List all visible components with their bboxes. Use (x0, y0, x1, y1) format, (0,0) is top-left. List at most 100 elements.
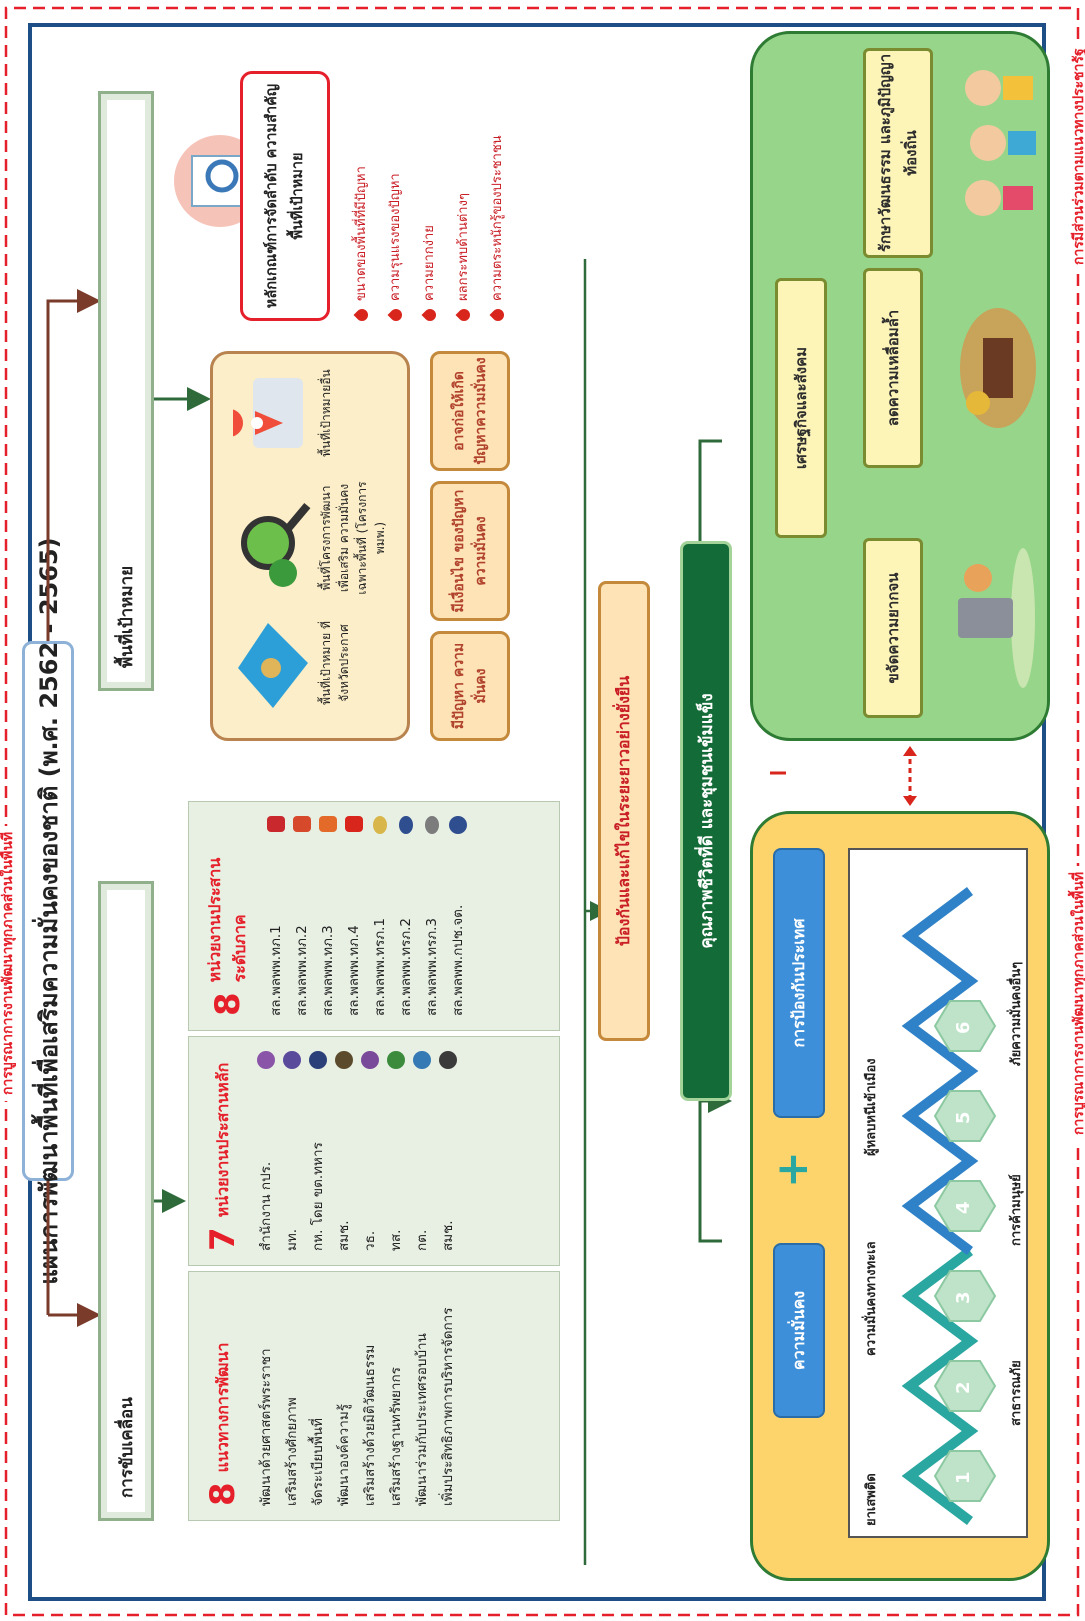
problem-box: มีปัญหา ความมั่นคง (430, 631, 510, 741)
list-item: สล.พลพพ.ทภ.4 (346, 925, 362, 1016)
map-icon (238, 623, 308, 708)
hex-number: 6 (953, 1021, 974, 1034)
list-item: มท. (284, 1228, 300, 1251)
location-pin-icon (215, 378, 303, 448)
main-agencies-count: 7 (203, 1227, 243, 1251)
list-item: สล.พลพพ.ทรภ.3 (424, 918, 440, 1016)
list-item: กต. (414, 1229, 430, 1251)
drop-icon (387, 306, 405, 324)
list-item: ทส. (388, 1229, 404, 1251)
list-item: สล.พลพพ.ทภ.3 (320, 925, 336, 1016)
list-item: ผลกระทบด้านต่างๆ (447, 41, 481, 324)
criteria-title-box: หลักเกณฑ์การจัดลำดับ ความสำคัญพื้นที่เป้… (240, 71, 330, 321)
economy-item: ขจัดความยากจน (863, 538, 923, 718)
regional-agencies-title: หน่วยงานประสาน ระดับภาค (205, 857, 249, 983)
hex-label: ยาเสพติด (864, 1473, 879, 1526)
hex-chain-graphic (901, 887, 997, 1525)
regional-agencies-panel: 8 หน่วยงานประสาน ระดับภาค สล.พลพพ.ทภ.1 ส… (188, 801, 560, 1031)
economy-panel: เศรษฐกิจและสังคม ขจัดความยากจน ลดความเหล… (750, 31, 1050, 741)
drop-icon (455, 306, 473, 324)
emblem-icon (449, 816, 467, 834)
list-item: ความตระหนักรู้ของประชาชน (481, 41, 515, 324)
list-item: เสริมสร้างศักยภาพ (284, 1397, 300, 1506)
list-item: พัฒนาด้วยศาสตร์พระราชา (258, 1348, 274, 1506)
guidelines-panel: 8 แนวทางการพัฒนา พัฒนาด้วยศาสตร์พระราชา … (188, 1271, 560, 1521)
emblem-icon (293, 816, 311, 832)
emblem-icon (257, 1051, 275, 1069)
hex-label: การค้ามนุษย์ (1009, 1174, 1024, 1246)
economy-label: เศรษฐกิจและสังคม (775, 278, 827, 538)
security-label: ความมั่นคง (773, 1243, 825, 1418)
list-item: กห. โดย ขต.ทหาร (310, 1142, 326, 1251)
guidelines-title: แนวทางการพัฒนา (212, 1342, 232, 1473)
list-item: สล.พลพพ.ทรภ.2 (398, 918, 414, 1016)
hex-label: ความมั่นคงทางทะเล (864, 1241, 879, 1356)
guidelines-count: 8 (203, 1482, 243, 1506)
emblem-icon (335, 1051, 353, 1069)
main-agencies-title: หน่วยงานประสานหลัก (212, 1062, 232, 1218)
list-item: สำนักงาน กปร. (258, 1161, 274, 1251)
emblem-icon (399, 816, 413, 834)
emblem-icon (425, 816, 439, 834)
area-item: พื้นที่เป้าหมาย ที่จังหวัดประกาศ (233, 608, 353, 718)
economy-item: ลดความเหลื่อมล้ำ (863, 268, 923, 468)
list-item: ความยากง่าย (413, 41, 447, 324)
hex-number: 1 (953, 1471, 974, 1484)
hex-number: 3 (953, 1291, 974, 1304)
regional-agencies-count: 8 (208, 992, 248, 1016)
list-item: ขนาดของพื้นที่ที่มีปัญหา (345, 41, 379, 324)
emblem-icon (345, 816, 363, 832)
area-item: พื้นที่เป้าหมายอื่น (215, 358, 335, 468)
list-item: สล.พลพพ.ทภ.2 (294, 925, 310, 1016)
magnifier-tree-icon (241, 503, 311, 587)
list-item: สมช. (336, 1220, 352, 1251)
emblem-icon (387, 1051, 405, 1069)
target-header: พื้นที่เป้าหมาย (98, 91, 154, 691)
list-item: ความรุนแรงของปัญหา (379, 41, 413, 324)
emblem-icon (283, 1051, 301, 1069)
list-item: สมช. (440, 1220, 456, 1251)
drop-icon (353, 306, 371, 324)
drop-icon (421, 306, 439, 324)
emblem-icon (373, 816, 387, 834)
hex-number: 5 (953, 1111, 974, 1124)
problem-box: อาจก่อให้เกิด ปัญหาความมั่นคง (430, 351, 510, 471)
inequality-scale-icon (960, 308, 1036, 428)
main-agencies-panel: 7 หน่วยงานประสานหลัก สำนักงาน กปร. มท. ก… (188, 1036, 560, 1266)
main-agencies-list: สำนักงาน กปร. มท. กห. โดย ขต.ทหาร สมช. ว… (253, 1051, 461, 1251)
security-panel: ความมั่นคง + การป้องกันประเทศ 1 2 (750, 811, 1050, 1581)
emblem-icon (319, 816, 337, 832)
hex-label: ผู้หลบหนีเข้าเมือง (864, 1058, 879, 1156)
list-item: สล.พลพพ.ทรภ.1 (372, 918, 388, 1016)
drop-icon (489, 306, 507, 324)
emblem-icon (361, 1051, 379, 1069)
hex-label: สาธารณภัย (1009, 1360, 1024, 1426)
problem-box: มีเงื่อนไข ของปัญหาความมั่นคง (430, 481, 510, 621)
list-item: จัดระเบียบพื้นที่ (310, 1418, 326, 1506)
poverty-illustration-icon (958, 548, 1035, 688)
defense-label: การป้องกันประเทศ (773, 848, 825, 1118)
security-hex-chain: 1 2 3 4 5 6 ยาเสพติด สาธารณภัย ความมั่นค… (848, 848, 1028, 1538)
list-item: พัฒนาองค์ความรู้ (336, 1404, 352, 1506)
emblem-icon (267, 816, 285, 832)
plus-icon: + (767, 1151, 818, 1188)
economy-item: รักษาวัฒนธรรม และภูมิปัญญาท้องถิ่น (863, 48, 933, 258)
list-item: เสริมสร้างฐานทรัพยากร (388, 1367, 404, 1506)
list-item: วธ. (362, 1230, 378, 1251)
hex-number: 4 (953, 1201, 974, 1214)
list-item: เสริมสร้างด้วยมิติวัฒนธรรม (362, 1344, 378, 1506)
emblem-icon (309, 1051, 327, 1069)
double-arrow-icon (903, 746, 917, 806)
children-culture-icon (965, 70, 1036, 216)
target-areas-panel: พื้นที่เป้าหมาย ที่จังหวัดประกาศ พื้นที่… (210, 351, 410, 741)
area-item: พื้นที่โครงการพัฒนาเพื่อเสริม ความมั่นคง… (233, 478, 389, 598)
list-item: พัฒนาร่วมกับประเทศรอบบ้าน (414, 1333, 430, 1506)
list-item: เพิ่มประสิทธิภาพการบริหารจัดการ (440, 1307, 456, 1506)
emblem-icon (413, 1051, 431, 1069)
criteria-list: ขนาดของพื้นที่ที่มีปัญหา ความรุนแรงของปั… (345, 41, 515, 324)
list-item: สล.พลพพ.กปช.จต. (450, 904, 466, 1016)
list-item: สล.พลพพ.ทภ.1 (268, 925, 284, 1016)
guidelines-list: พัฒนาด้วยศาสตร์พระราชา เสริมสร้างศักยภาพ… (253, 1286, 461, 1506)
hex-label: ภัยความมั่นคงอื่นๆ (1009, 961, 1024, 1066)
